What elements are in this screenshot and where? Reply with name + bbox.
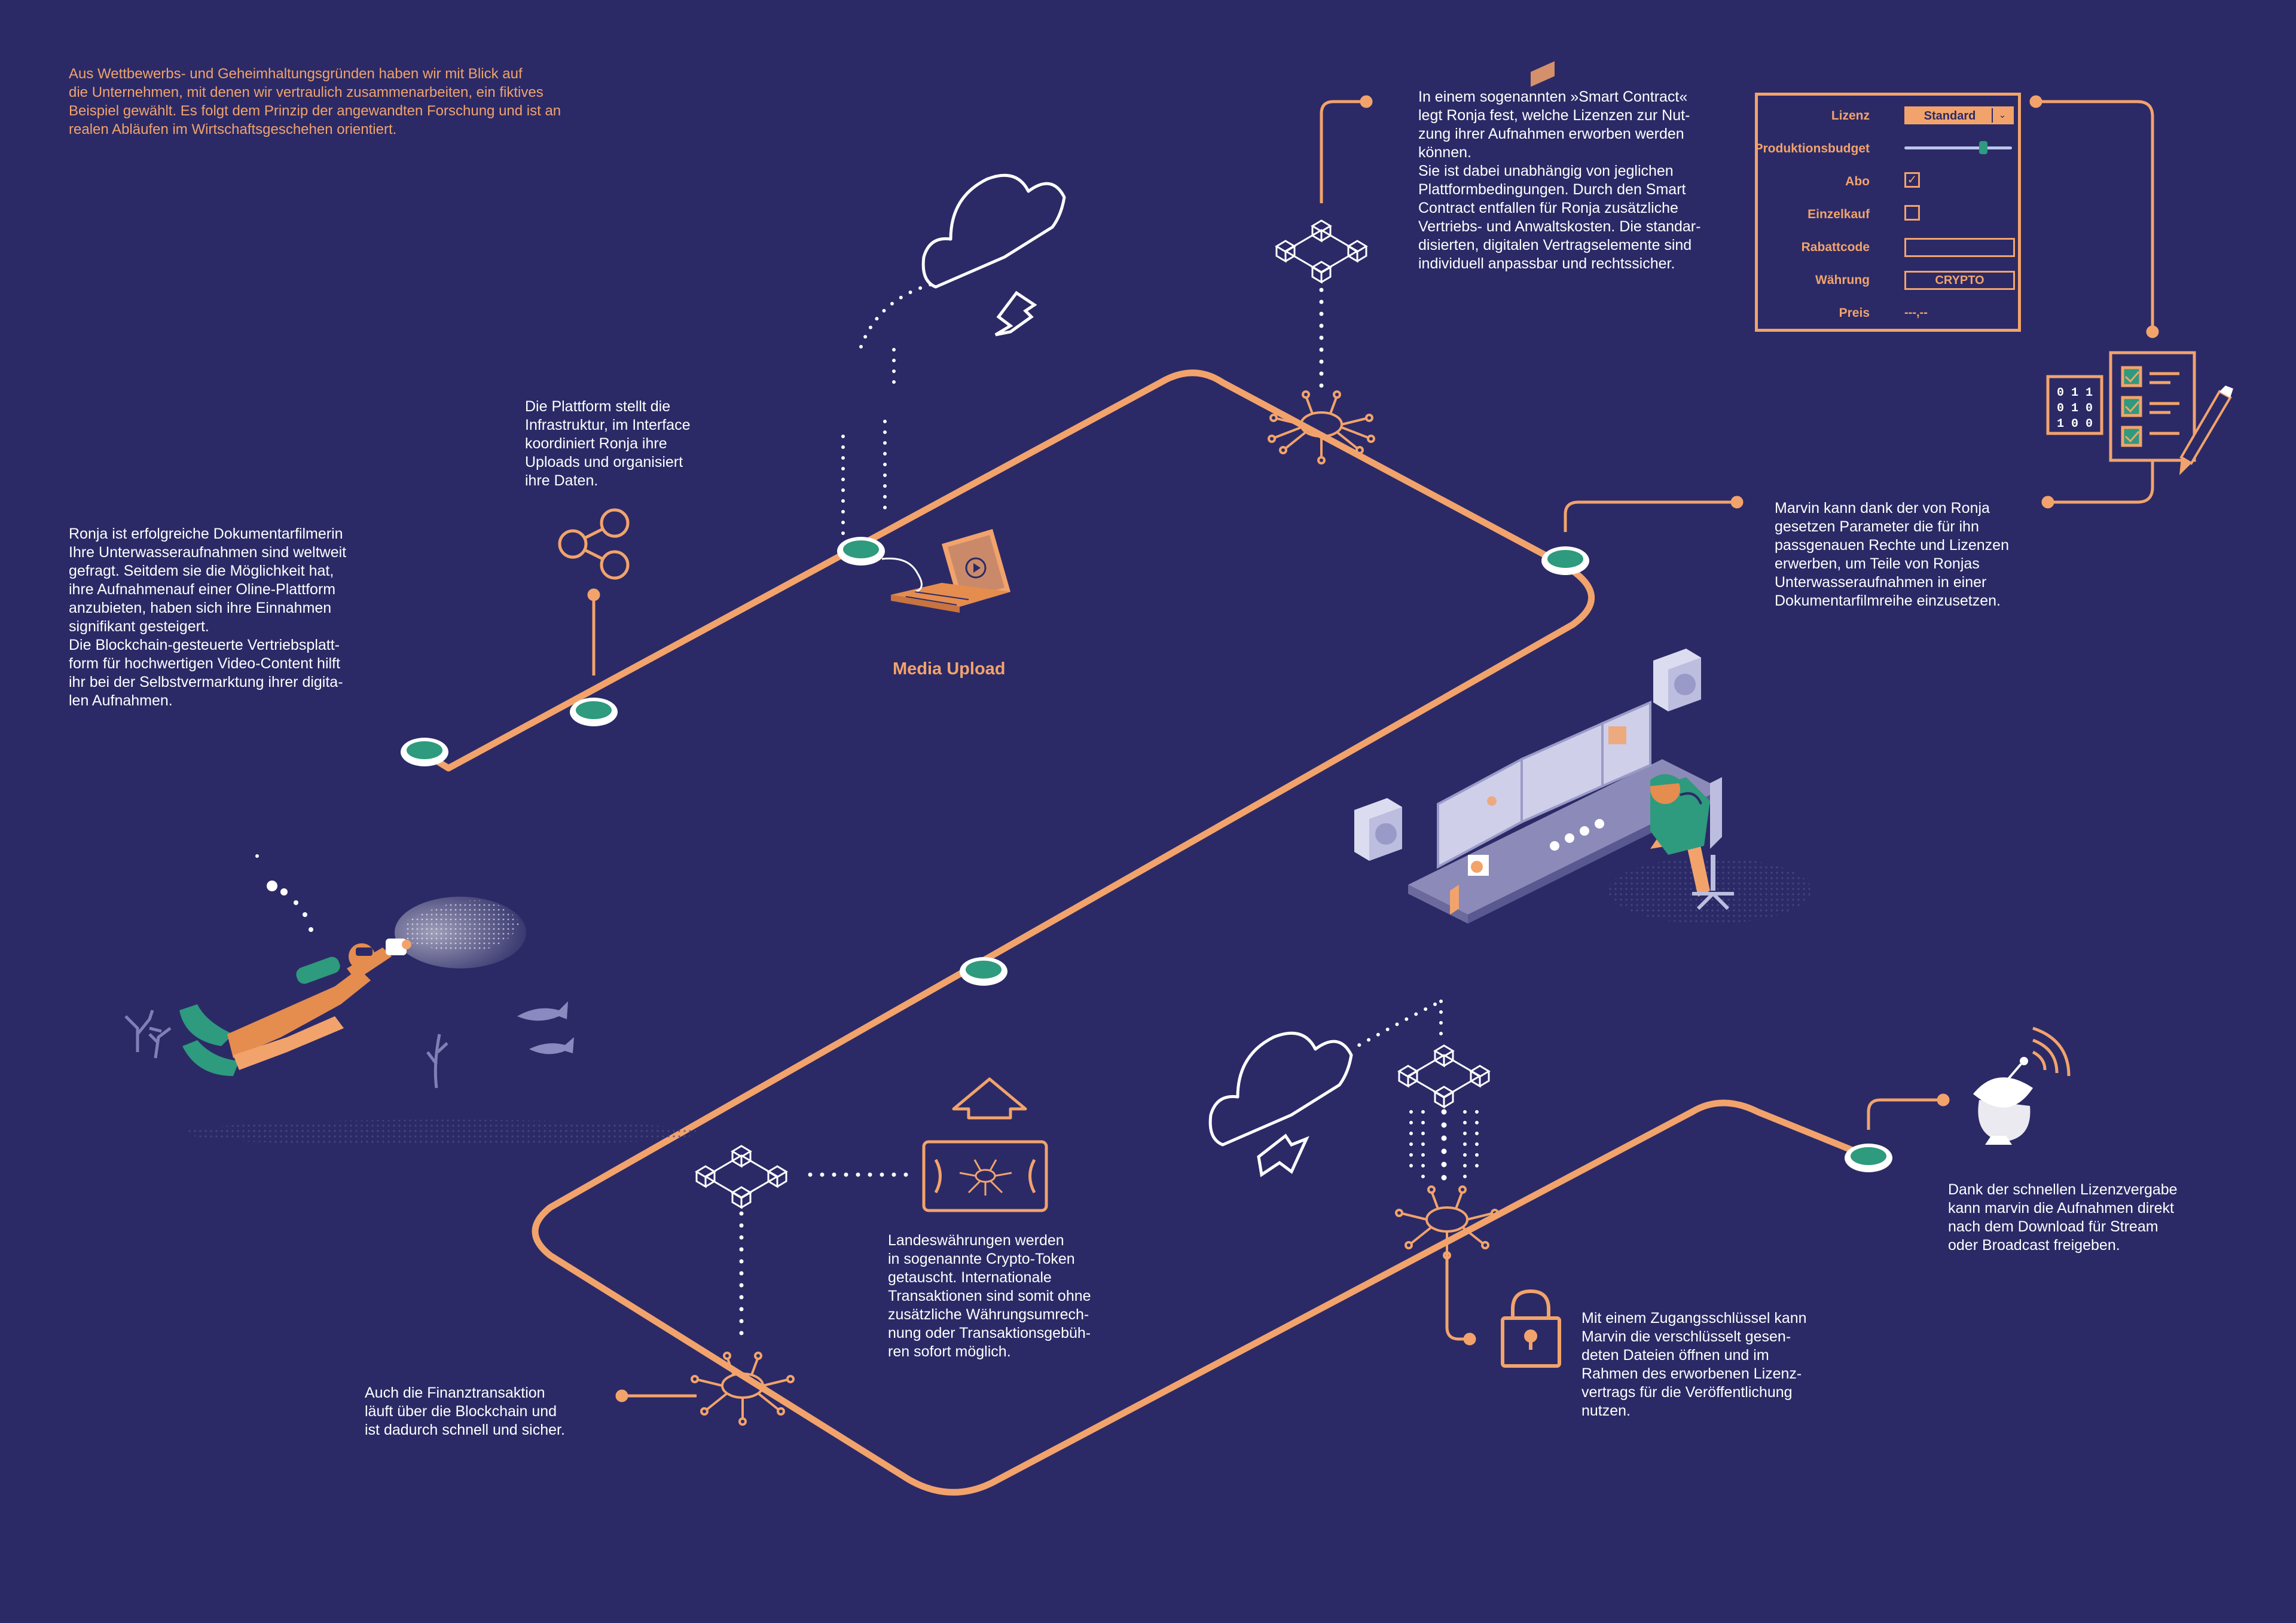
license-select[interactable]: Standard ⌄ [1904, 106, 2014, 124]
binary-line: 1 0 0 [2057, 417, 2093, 431]
binary-code-icon: 0 1 1 0 1 0 1 0 0 [2046, 375, 2103, 435]
binary-line: 0 1 0 [2057, 402, 2093, 415]
dotted-connectors [739, 282, 1479, 1341]
blockchain-cube-icon [1275, 219, 1368, 284]
chevron-down-icon: ⌄ [1992, 108, 2012, 123]
budget-label: Produktionsbudget [1754, 142, 1870, 155]
network-hub-icon [1268, 390, 1375, 464]
cloud-download-icon [1208, 1031, 1353, 1178]
marvin-description: Marvin kann dank der von Ronja gesetzen … [1775, 500, 2009, 609]
lock-icon [1501, 1289, 1561, 1368]
upload-arrow-icon [952, 1077, 1027, 1120]
network-hub-icon [1395, 1185, 1499, 1260]
finance-description: Auch die Finanztransaktion läuft über di… [365, 1384, 565, 1438]
currency-label: Währung [1815, 273, 1870, 287]
cloud-upload-icon [921, 173, 1066, 337]
smart-contract-description: In einem sogenannten »Smart Contract« le… [1418, 88, 1701, 272]
binary-line: 0 1 1 [2057, 386, 2093, 400]
path-node[interactable] [570, 698, 618, 726]
diver-illustration [124, 854, 700, 1146]
single-purchase-label: Einzelkauf [1808, 207, 1870, 221]
abo-label: Abo [1845, 175, 1870, 188]
single-purchase-checkbox[interactable] [1904, 205, 1920, 221]
discount-code-label: Rabattcode [1801, 240, 1870, 254]
share-icon [558, 508, 630, 580]
orange-connectors [587, 95, 2159, 1402]
laptop-icon [881, 529, 1010, 613]
ronja-description: Ronja ist erfolgreiche Dokumentarfilmeri… [69, 525, 347, 709]
path-node[interactable] [837, 537, 885, 566]
intro-text: Aus Wettbewerbs- und Geheimhaltungsgründ… [69, 66, 561, 137]
pen-icon [2179, 386, 2233, 475]
slider-track [1904, 146, 2012, 149]
path-node[interactable] [960, 957, 1007, 986]
satellite-dish-icon [1973, 1026, 2071, 1145]
path-node[interactable] [401, 738, 448, 766]
crypto-description: Landeswährungen werden in sogenannte Cry… [888, 1232, 1091, 1360]
license-value: Standard [1923, 109, 1976, 123]
path-node[interactable] [1845, 1144, 1892, 1172]
price-label: Preis [1839, 306, 1870, 320]
budget-slider[interactable] [1904, 139, 2012, 157]
discount-code-input[interactable] [1904, 238, 2015, 257]
blockchain-cube-icon [1397, 1044, 1491, 1109]
checklist-icon [2109, 351, 2196, 462]
editing-desk-illustration [1354, 61, 1812, 924]
price-value: ---,-- [1904, 306, 1928, 319]
abo-checkbox[interactable]: ✓ [1904, 172, 1920, 188]
token-card-icon [922, 1140, 1048, 1212]
blockchain-cube-icon [695, 1145, 788, 1209]
slider-handle[interactable] [1979, 141, 1987, 154]
network-hub-icon [691, 1352, 795, 1426]
access-key-description: Mit einem Zugangsschlüssel kann Marvin d… [1581, 1310, 1807, 1419]
smart-contract-form: Lizenz Standard ⌄ Produktionsbudget Abo … [1755, 93, 2021, 332]
blockchain-path [421, 369, 1872, 1496]
media-upload-label: Media Upload [893, 659, 1006, 678]
broadcast-description: Dank der schnellen Lizenzvergabe kann ma… [1948, 1181, 2178, 1254]
platform-description: Die Plattform stellt die Infrastruktur, … [525, 398, 691, 489]
currency-field[interactable]: CRYPTO [1904, 271, 2015, 290]
license-label: Lizenz [1831, 109, 1870, 123]
path-node[interactable] [1541, 546, 1589, 575]
